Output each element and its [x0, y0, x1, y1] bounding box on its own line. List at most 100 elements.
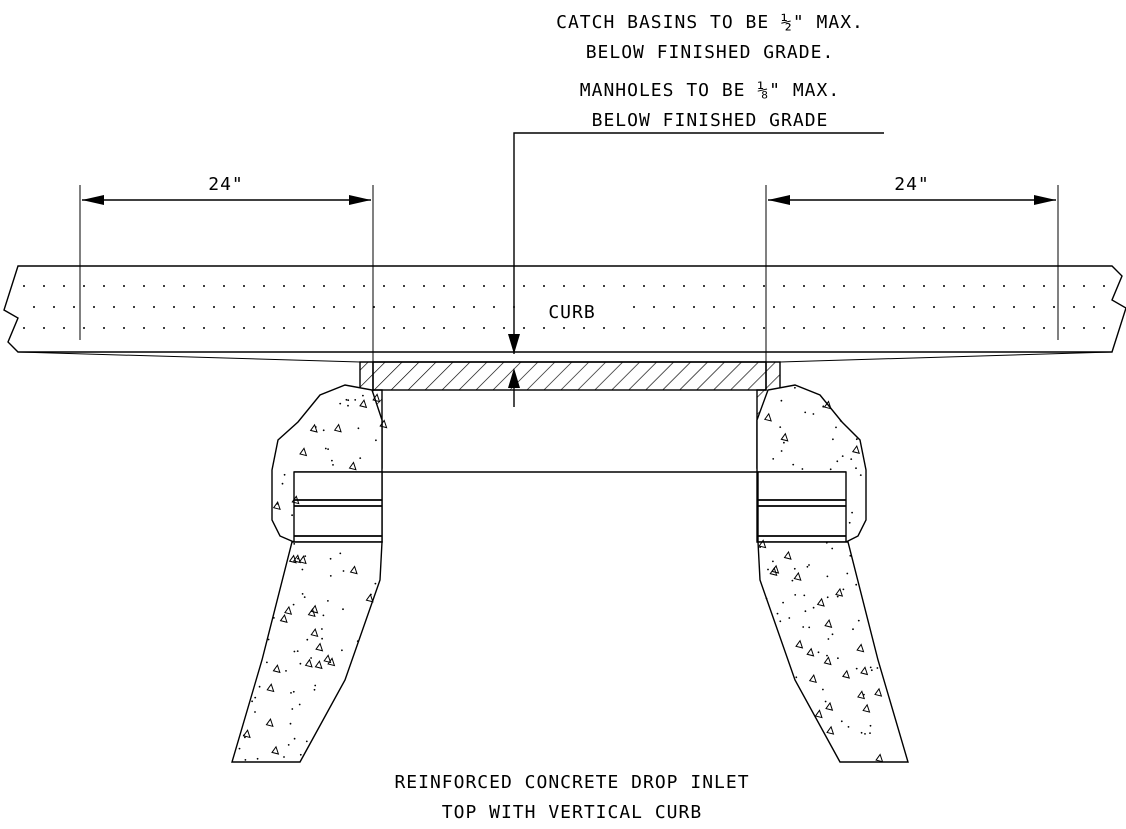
aggregate-dot — [357, 427, 360, 430]
aggregate-stone — [806, 647, 815, 657]
stipple-dot — [643, 285, 645, 287]
stipple-dot — [753, 306, 755, 308]
stipple-dot — [23, 285, 25, 287]
aggregate-dot — [347, 399, 350, 402]
aggregate-stone — [857, 690, 866, 700]
aggregate-dot — [341, 649, 343, 652]
stipple-dot — [1033, 306, 1035, 308]
stipple-dot — [563, 327, 565, 329]
aggregate-dot — [359, 457, 362, 459]
aggregate-stone — [875, 753, 884, 763]
aggregate-dot — [254, 696, 257, 699]
stipple-dot — [43, 285, 45, 287]
aggregate-stone — [298, 555, 307, 565]
stipple-dot — [793, 306, 795, 308]
stipple-dot — [443, 285, 445, 287]
stipple-dot — [143, 285, 145, 287]
stipple-dot — [913, 306, 915, 308]
aggregate-dot — [345, 398, 348, 401]
aggregate-stone — [763, 412, 772, 422]
riser-right — [757, 471, 847, 543]
aggregate-stone — [315, 642, 324, 652]
stipple-dot — [443, 327, 445, 329]
grate — [372, 361, 767, 391]
aggregate-dot — [839, 419, 842, 422]
aggregate-dot — [857, 619, 860, 622]
stipple-dot — [133, 306, 135, 308]
grade-taper — [17, 351, 1113, 363]
stipple-dot — [1073, 306, 1075, 308]
stipple-dot — [1063, 285, 1065, 287]
stipple-dot — [783, 327, 785, 329]
aggregate-dot — [267, 638, 270, 641]
stipple-dot — [333, 306, 335, 308]
stipple-dot — [83, 285, 85, 287]
stipple-dot — [763, 285, 765, 287]
aggregate-dot — [238, 747, 241, 750]
stipple-dot — [643, 327, 645, 329]
stipple-dot — [203, 285, 205, 287]
aggregate-dot — [291, 514, 293, 517]
stipple-dot — [33, 306, 35, 308]
aggregate-dot — [321, 628, 323, 630]
aggregate-dot — [803, 594, 806, 597]
stipple-dot — [803, 285, 805, 287]
aggregate-dot — [342, 570, 345, 572]
aggregate-dot — [870, 669, 873, 672]
aggregate-dot — [808, 626, 811, 629]
stipple-dot — [143, 327, 145, 329]
aggregate-dot — [291, 708, 294, 710]
stipple-dot — [1083, 285, 1085, 287]
stipple-dot — [73, 306, 75, 308]
stipple-dot — [283, 285, 285, 287]
stipple-dot — [823, 327, 825, 329]
aggregate-dot — [374, 582, 377, 585]
aggregate-dot — [321, 637, 323, 640]
note-manholes-line1: MANHOLES TO BE ⅛" MAX. — [580, 80, 840, 101]
aggregate-dot — [840, 720, 843, 723]
aggregate-dot — [776, 612, 779, 615]
stipple-dot — [523, 327, 525, 329]
aggregate-dot — [331, 459, 333, 462]
stipple-dot — [623, 285, 625, 287]
aggregate-dot — [254, 711, 256, 713]
aggregate-dot — [362, 394, 364, 397]
aggregate-stone — [284, 605, 293, 615]
stipple-dot — [173, 306, 175, 308]
stipple-dot — [233, 306, 235, 308]
aggregate-dot — [772, 458, 775, 460]
aggregate-dot — [802, 626, 805, 628]
aggregate-dot — [342, 608, 344, 611]
stipple-dot — [463, 327, 465, 329]
riser-left — [293, 471, 383, 543]
stipple-dot — [993, 306, 995, 308]
stipple-dot — [603, 327, 605, 329]
aggregate-dot — [869, 724, 872, 727]
aggregate-dot — [332, 464, 334, 466]
stipple-dot — [1043, 285, 1045, 287]
aggregate-stone — [825, 701, 834, 711]
stipple-dot — [723, 327, 725, 329]
stipple-dot — [1053, 306, 1055, 308]
stipple-dot — [943, 327, 945, 329]
stipple-dot — [243, 327, 245, 329]
aggregate-dot — [827, 638, 830, 640]
aggregate-dot — [855, 583, 858, 586]
aggregate-stone — [758, 539, 767, 549]
stipple-dot — [263, 285, 265, 287]
aggregate-dot — [779, 426, 782, 428]
stipple-dot — [123, 285, 125, 287]
aggregate-dot — [287, 744, 290, 746]
stipple-dot — [693, 306, 695, 308]
aggregate-stone — [814, 709, 823, 719]
aggregate-dot — [801, 468, 804, 470]
aggregate-stone — [783, 550, 792, 560]
slab-stipple — [23, 285, 1105, 329]
aggregate-dot — [812, 413, 815, 415]
aggregate-dot — [285, 670, 287, 672]
stipple-dot — [393, 306, 395, 308]
aggregate-stone — [266, 683, 275, 693]
aggregate-dot — [826, 575, 829, 578]
aggregate-dot — [779, 620, 782, 623]
